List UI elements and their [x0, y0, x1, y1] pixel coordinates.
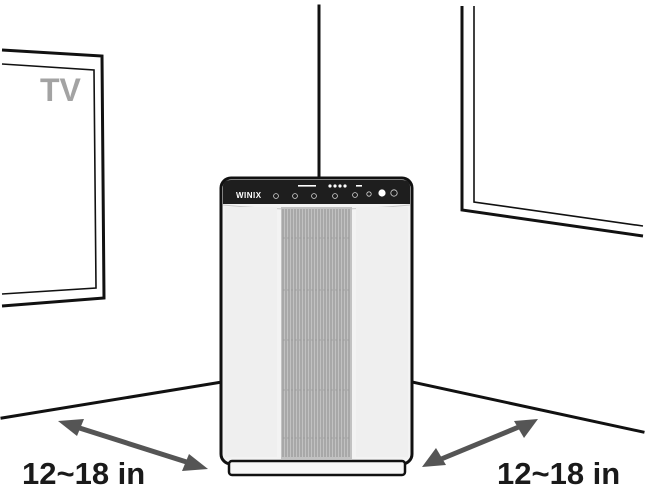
button-icon [366, 191, 372, 197]
button-icon [273, 193, 279, 199]
right-side-panel [356, 207, 408, 457]
left-clearance-arrow-icon [69, 422, 197, 468]
purifier-top-panel [223, 180, 410, 204]
indicator-dot [333, 184, 337, 188]
indicator-bar [356, 185, 362, 187]
right-clearance-arrow-icon [433, 421, 527, 465]
wall-frame [460, 6, 644, 238]
control-indicators [298, 184, 362, 188]
control-buttons [273, 189, 398, 199]
indicator-dot [328, 184, 332, 188]
purifier-base [227, 459, 407, 477]
left-side-panel [225, 207, 277, 457]
grille-slats [282, 209, 350, 457]
purifier-brand: WINIX [236, 191, 262, 200]
button-icon [311, 193, 317, 199]
right-arrowhead-start-icon [422, 448, 446, 467]
power-button-icon [378, 189, 386, 197]
clearance-arrows [58, 419, 538, 471]
left-arrowhead-end-icon [182, 454, 208, 471]
button-icon [332, 193, 338, 199]
indicator-dot [338, 184, 342, 188]
tv-frame-outer [1, 48, 106, 308]
tv [1, 48, 106, 308]
button-icon [352, 192, 358, 198]
right-arrowhead-end-icon [514, 419, 538, 438]
right-clearance-label: 12~18 in [497, 456, 620, 491]
room-outline [0, 4, 645, 434]
button-icon [292, 193, 298, 199]
indicator-bar [298, 185, 316, 187]
air-purifier: WINIX [219, 176, 414, 477]
left-arrowhead-start-icon [58, 419, 84, 436]
indicator-dot [343, 184, 347, 188]
tv-frame-inner [1, 63, 97, 295]
button-icon [390, 189, 398, 197]
left-clearance-label: 12~18 in [22, 456, 145, 491]
floor-line-right [410, 380, 645, 434]
wall-frame-inner [473, 6, 644, 227]
floor-line-left [0, 380, 224, 420]
wall-frame-outer [460, 6, 644, 238]
tv-label: TV [40, 72, 82, 108]
